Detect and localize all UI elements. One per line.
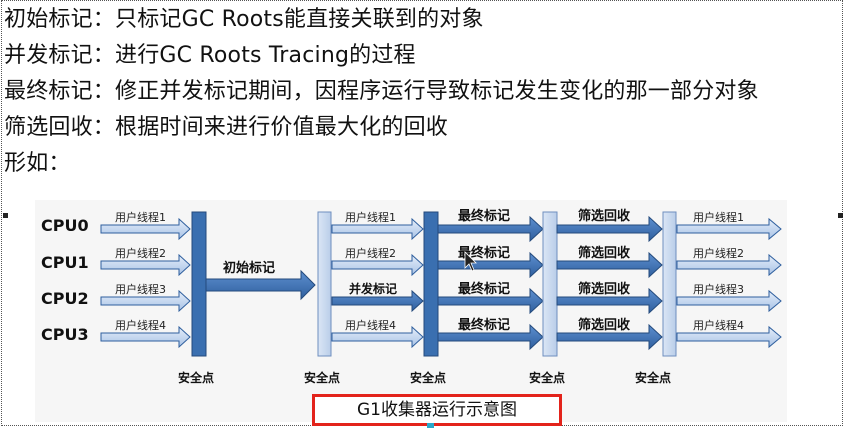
user-thread-label-p2-0: 用户线程1 xyxy=(345,210,396,224)
initial-mark-arrow xyxy=(205,269,316,301)
user-arrow-p1-1 xyxy=(100,253,191,277)
diagram-caption: G1收集器运行示意图 xyxy=(357,400,517,420)
user-thread-label-p5-3: 用户线程4 xyxy=(693,318,744,332)
caption-resize-handle[interactable] xyxy=(427,423,434,428)
user-thread-label-p5-0: 用户线程1 xyxy=(693,210,744,224)
user-thread-label-p2-3: 用户线程4 xyxy=(345,318,396,332)
final-mark-arrow-2 xyxy=(437,287,544,315)
safepoint-bar-3 xyxy=(423,211,439,357)
final-mark-arrow-1 xyxy=(437,251,544,279)
concurrent-mark-arrow xyxy=(331,289,424,313)
initial-mark-label: 初始标记 xyxy=(223,260,275,276)
cpu-label-1: CPU1 xyxy=(41,253,89,272)
user-arrow-p1-3 xyxy=(100,325,191,349)
cleanup-arrow-1 xyxy=(556,251,663,279)
safepoint-label-3: 安全点 xyxy=(410,370,446,385)
safepoint-label-5: 安全点 xyxy=(635,370,671,385)
cpu-label-2: CPU2 xyxy=(41,289,89,308)
phase2-arrows: 用户线程1 用户线程2 并发标记 用户线程4 xyxy=(331,210,424,349)
final-mark-label-3: 最终标记 xyxy=(458,317,510,333)
resize-handle-top-left[interactable] xyxy=(3,213,8,218)
user-thread-label-p5-1: 用户线程2 xyxy=(693,246,744,260)
final-mark-arrow-0 xyxy=(437,215,544,243)
cpu-label-3: CPU3 xyxy=(41,325,89,344)
text-line-initial-mark: 初始标记：只标记GC Roots能直接关联到的对象 xyxy=(4,7,484,32)
phase5-user-arrows: 用户线程1 用户线程2 用户线程3 用户线程4 xyxy=(676,210,782,349)
concurrent-mark-label: 并发标记 xyxy=(349,281,397,296)
user-thread-label-p2-1: 用户线程2 xyxy=(345,246,396,260)
g1-diagram-svg: CPU0 CPU1 CPU2 CPU3 用户线程1 用户线程2 用户线程3 用户… xyxy=(41,208,782,385)
cleanup-arrow-3 xyxy=(556,323,663,351)
safepoint-bar-2 xyxy=(317,211,332,357)
g1-diagram[interactable]: CPU0 CPU1 CPU2 CPU3 用户线程1 用户线程2 用户线程3 用户… xyxy=(35,200,787,422)
resize-handle-top-right[interactable] xyxy=(838,213,843,218)
user-arrow-p1-0 xyxy=(100,217,191,241)
user-arrow-p5-0 xyxy=(676,217,782,241)
text-line-example: 形如： xyxy=(4,151,71,176)
user-arrow-p2-1 xyxy=(331,253,424,277)
user-arrow-p5-2 xyxy=(676,289,782,313)
text-block: 初始标记：只标记GC Roots能直接关联到的对象 并发标记：进行GC Root… xyxy=(4,4,759,184)
user-arrow-p5-3 xyxy=(676,325,782,349)
final-mark-label-1: 最终标记 xyxy=(458,245,510,261)
text-line-concurrent-mark: 并发标记：进行GC Roots Tracing的过程 xyxy=(4,43,416,68)
cleanup-arrow-0 xyxy=(556,215,663,243)
user-arrow-p2-0 xyxy=(331,217,424,241)
user-thread-label-p1-3: 用户线程4 xyxy=(115,318,166,332)
text-line-cleanup: 筛选回收：根据时间来进行价值最大化的回收 xyxy=(4,115,449,140)
text-line-final-mark: 最终标记：修正并发标记期间，因程序运行导致标记发生变化的那一部分对象 xyxy=(4,79,759,104)
user-arrow-p5-1 xyxy=(676,253,782,277)
phase1-user-arrows: 用户线程1 用户线程2 用户线程3 用户线程4 xyxy=(100,210,191,349)
user-thread-label-p1-0: 用户线程1 xyxy=(115,210,166,224)
safepoint-label-2: 安全点 xyxy=(304,370,340,385)
cleanup-label-3: 筛选回收 xyxy=(578,317,631,333)
cleanup-label-2: 筛选回收 xyxy=(578,281,631,297)
user-thread-label-p1-1: 用户线程2 xyxy=(115,246,166,260)
user-thread-label-p5-2: 用户线程3 xyxy=(693,282,744,296)
safepoint-label-1: 安全点 xyxy=(178,370,214,385)
user-thread-label-p1-2: 用户线程3 xyxy=(115,282,166,296)
cleanup-label-1: 筛选回收 xyxy=(578,245,631,261)
safepoint-bar-1 xyxy=(191,211,207,357)
user-arrow-p1-2 xyxy=(100,289,191,313)
phase3-final-mark: 最终标记 最终标记 最终标记 最终标记 xyxy=(437,208,544,351)
cleanup-arrow-2 xyxy=(556,287,663,315)
mouse-cursor-icon xyxy=(464,251,477,272)
cpu-label-0: CPU0 xyxy=(41,216,89,235)
cleanup-label-0: 筛选回收 xyxy=(578,208,631,224)
diagram-caption-box[interactable]: G1收集器运行示意图 xyxy=(312,394,562,426)
safepoint-bar-5 xyxy=(662,211,677,357)
safepoint-label-4: 安全点 xyxy=(529,370,565,385)
user-arrow-p2-3 xyxy=(331,325,424,349)
safepoint-bar-4 xyxy=(542,211,558,357)
final-mark-label-0: 最终标记 xyxy=(458,208,510,224)
final-mark-label-2: 最终标记 xyxy=(458,281,510,297)
final-mark-arrow-3 xyxy=(437,323,544,351)
phase4-cleanup: 筛选回收 筛选回收 筛选回收 筛选回收 xyxy=(556,208,663,351)
